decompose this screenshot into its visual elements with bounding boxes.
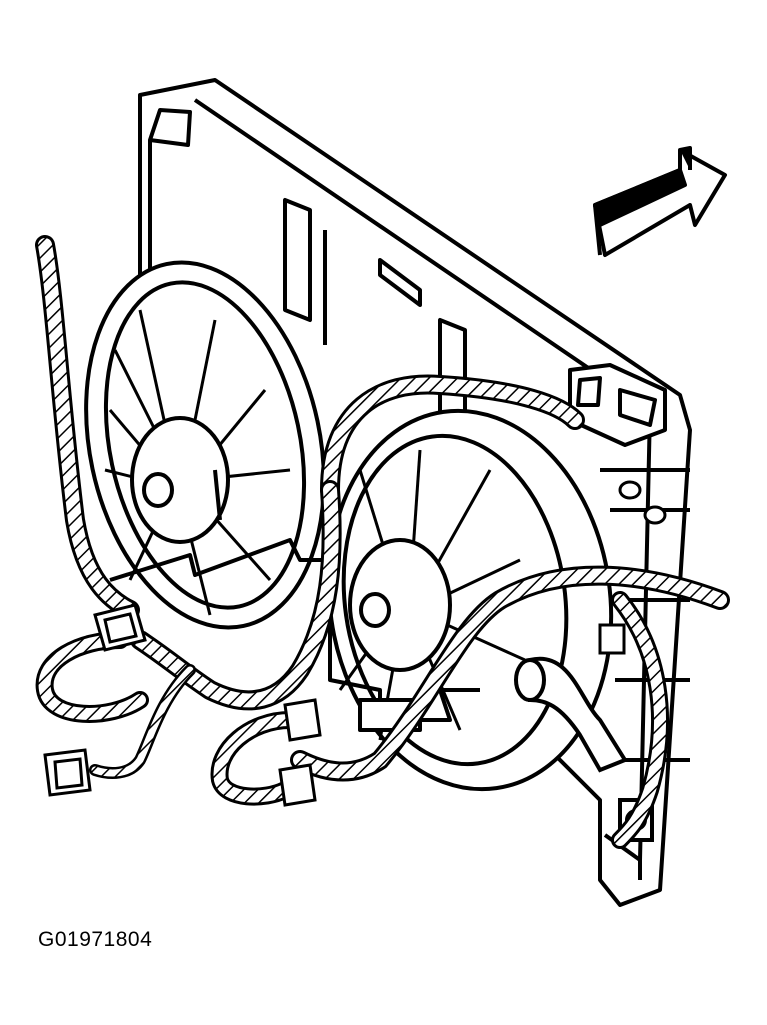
lower-radiator-hose (514, 656, 628, 773)
wiring-harness (35, 235, 730, 849)
left-fan-motor (130, 416, 230, 544)
mounting-bolts (598, 480, 667, 655)
arrow-forward-icon (593, 146, 727, 257)
figure-id-label: G01971804 (38, 928, 153, 951)
harness-connectors (43, 603, 322, 807)
right-fan-motor (348, 538, 452, 672)
